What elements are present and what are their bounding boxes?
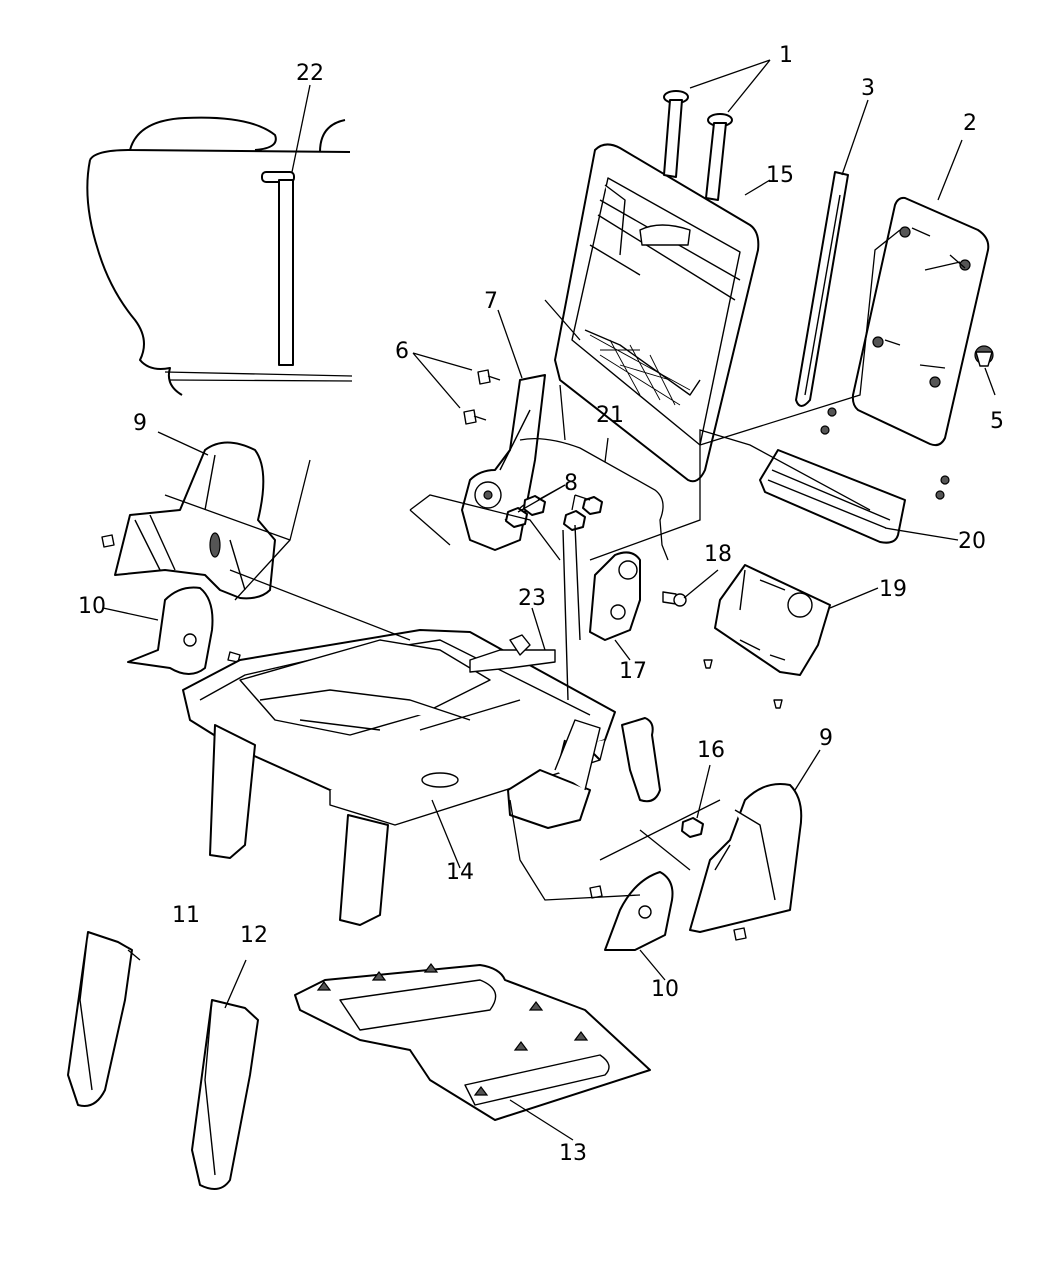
pivot-plate [562,524,641,701]
seat-back-frame [554,143,760,483]
callout-21: 21 [596,403,624,428]
trim-12 [191,999,259,1190]
callout-3: 3 [861,76,875,101]
callout-18: 18 [704,542,732,567]
callout-2: 2 [963,111,977,136]
callout-11: 11 [172,903,200,928]
callout-10-left: 10 [78,594,106,619]
cover-19 [703,564,831,709]
cable [519,437,669,561]
callout-22: 22 [296,61,324,86]
leader-lines [102,59,996,1141]
callout-9-left: 9 [133,411,147,436]
callout-labels: 1 2 3 5 6 7 8 9 9 10 10 11 12 13 14 15 1… [78,43,1004,1166]
bolts-6 [463,369,501,425]
pivot-cover-right [589,871,674,951]
nuts-8 [505,495,603,531]
bolt-18 [662,591,687,607]
callout-8: 8 [564,471,578,496]
callout-6: 6 [395,339,409,364]
rear-bracket [507,719,601,829]
push-pin [974,345,994,367]
headrest-guides [663,90,733,201]
floor-panel [294,963,651,1121]
callout-9-right: 9 [819,726,833,751]
callout-1: 1 [779,43,793,68]
side-shield-left [114,441,276,600]
callout-14: 14 [446,860,474,885]
callout-13: 13 [559,1141,587,1166]
lower-trim [759,407,950,544]
inset-seat-view [86,116,353,396]
callout-16: 16 [697,738,725,763]
latch-plate [469,634,556,673]
callout-10-right: 10 [651,977,679,1002]
callout-17: 17 [619,659,647,684]
callout-5: 5 [990,409,1004,434]
callout-12: 12 [240,923,268,948]
nut-16 [681,817,704,838]
trim-11 [67,931,133,1107]
callout-23: 23 [518,586,546,611]
strap [795,171,849,407]
pivot-cover-left [101,534,241,675]
seat-belt-buckle [621,717,661,803]
callout-19: 19 [879,577,907,602]
back-panel [851,196,990,447]
callout-15: 15 [766,163,794,188]
callout-20: 20 [958,529,986,554]
side-shield-right [689,783,803,941]
callout-7: 7 [484,289,498,314]
main-seat-frame [182,629,616,926]
